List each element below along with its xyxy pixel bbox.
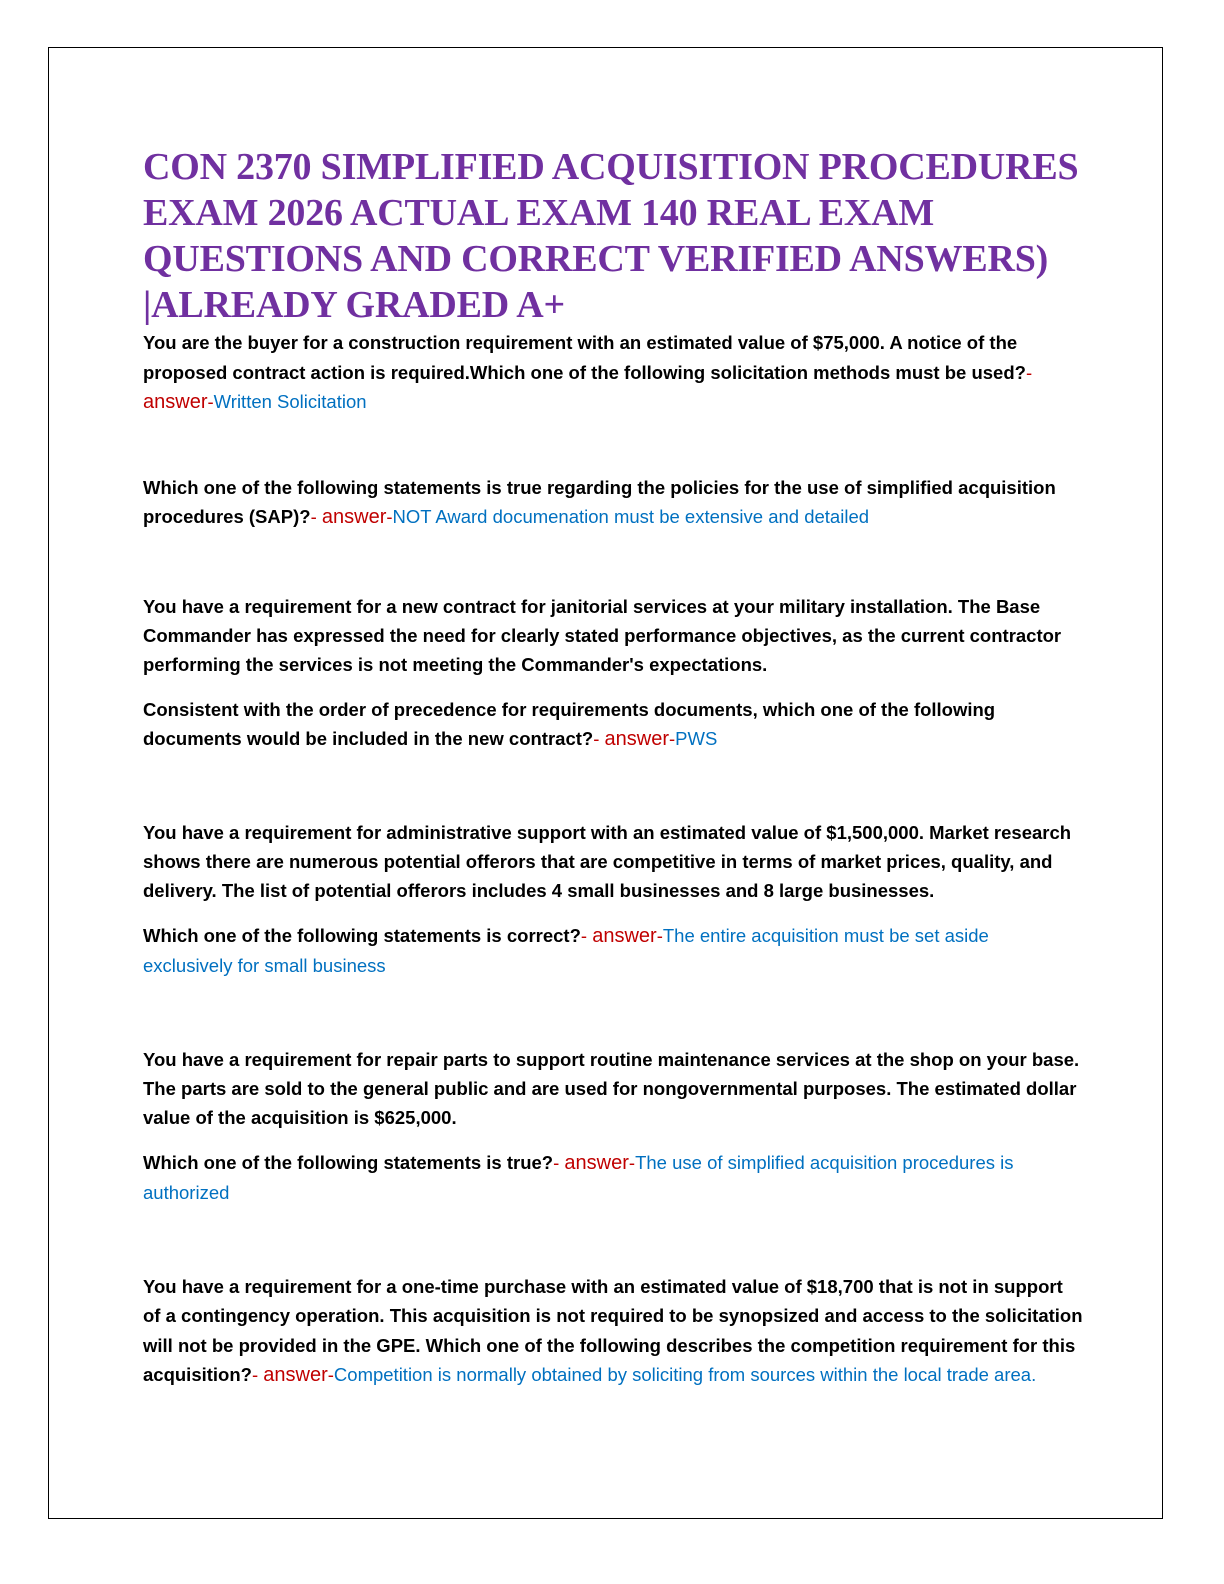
question-intro: You have a requirement for a new contrac… <box>143 595 1062 675</box>
answer-label: answer <box>592 924 657 947</box>
answer-text: The use of simplified acquisition proced… <box>143 1151 1014 1204</box>
answer-text: Written Solicitation <box>213 391 367 412</box>
qa-item: You have a requirement for a one-time pu… <box>143 1272 1083 1391</box>
answer-dash: - <box>207 391 214 412</box>
qa-block-1: You are the buyer for a construction req… <box>143 328 1083 418</box>
answer-separator: - <box>251 1364 264 1385</box>
answer-separator: - <box>553 1151 565 1173</box>
answer-label: answer <box>143 391 208 413</box>
answer-separator: - <box>593 728 605 749</box>
question-intro: You have a requirement for repair parts … <box>143 1048 1080 1128</box>
answer-label: answer <box>604 728 669 750</box>
question-text: You have a requirement for a one-time pu… <box>143 1275 1083 1386</box>
answer-label: answer <box>564 1151 629 1174</box>
question-text: Which one of the following statements is… <box>143 476 1056 528</box>
qa-item: Which one of the following statements is… <box>143 921 1083 981</box>
answer-separator: - <box>1025 361 1033 383</box>
answer-dash: - <box>327 1364 334 1385</box>
qa-block-5: You have a requirement for repair parts … <box>143 1045 1083 1208</box>
document-content: CON 2370 SIMPLIFIED ACQUISITION PROCEDUR… <box>143 144 1083 1391</box>
question-text: Which one of the following statements is… <box>143 1151 554 1173</box>
answer-text: NOT Award documenation must be extensive… <box>392 506 870 527</box>
answer-separator: - <box>580 924 593 946</box>
answer-dash: - <box>656 924 663 946</box>
document-title: CON 2370 SIMPLIFIED ACQUISITION PROCEDUR… <box>143 146 1079 326</box>
qa-item: Which one of the following statements is… <box>143 1148 1083 1208</box>
qa-block-3: You have a requirement for a new contrac… <box>143 592 1083 755</box>
qa-block-2: Which one of the following statements is… <box>143 473 1083 533</box>
question-text: Consistent with the order of precedence … <box>143 698 996 750</box>
answer-label: answer <box>321 506 387 528</box>
answer-dash: - <box>386 506 393 527</box>
qa-block-4: You have a requirement for administrativ… <box>143 818 1083 981</box>
answer-separator: - <box>310 506 322 527</box>
qa-item: Consistent with the order of precedence … <box>143 695 1083 755</box>
qa-item: You are the buyer for a construction req… <box>143 328 1083 418</box>
answer-text: The entire acquisition must be set aside… <box>143 924 989 977</box>
answer-dash: - <box>628 1151 636 1173</box>
answer-dash: - <box>669 728 676 749</box>
answer-label: answer <box>263 1364 328 1386</box>
question-text: Which one of the following statements is… <box>143 924 581 946</box>
question-text: You are the buyer for a construction req… <box>143 332 1026 383</box>
answer-text: PWS <box>675 728 718 749</box>
qa-block-6: You have a requirement for a one-time pu… <box>143 1272 1083 1391</box>
qa-item: Which one of the following statements is… <box>143 473 1083 533</box>
answer-text: Competition is normally obtained by soli… <box>333 1364 1037 1385</box>
question-intro: You have a requirement for administrativ… <box>143 821 1072 901</box>
page-border <box>48 47 1163 1519</box>
